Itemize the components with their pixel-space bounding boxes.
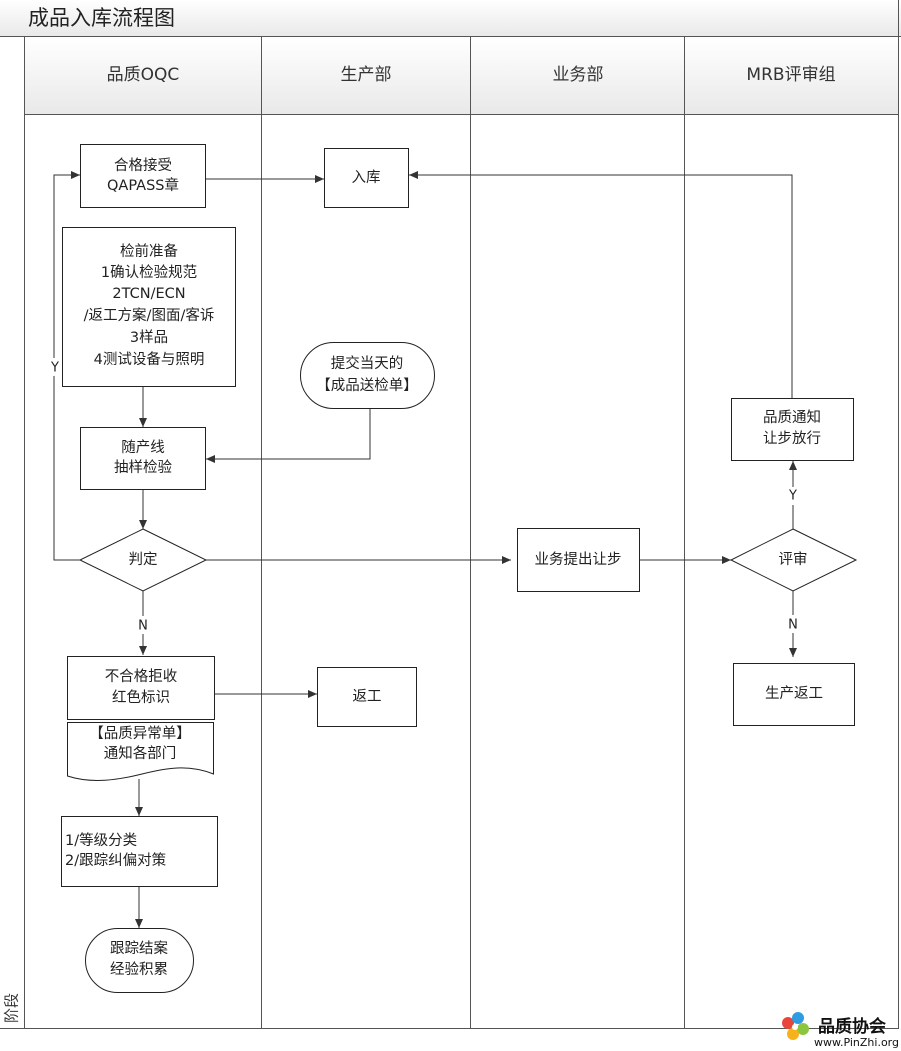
- lane-header-qoc: 品质OQC: [107, 65, 180, 85]
- lane-header-production: 生产部: [341, 65, 392, 85]
- svg-text:业务提出让步: 业务提出让步: [535, 551, 622, 568]
- svg-text:2/跟踪纠偏对策: 2/跟踪纠偏对策: [65, 852, 167, 869]
- arrowhead-sampling-right: [206, 455, 215, 463]
- label-judge-no: N: [138, 619, 148, 634]
- arrowhead-close-top: [135, 919, 143, 928]
- stage-label: 阶段: [3, 993, 21, 1023]
- node-sampling: 随产线 抽样检验: [80, 427, 206, 490]
- node-abnormal-report: 【品质异常单】 通知各部门: [67, 722, 214, 781]
- svg-text:1确认检验规范: 1确认检验规范: [101, 264, 197, 281]
- flower-logo-icon: [782, 1012, 809, 1040]
- node-close: 跟踪结案 经验积累: [85, 928, 194, 993]
- node-classify: 1/等级分类 2/跟踪纠偏对策: [61, 816, 218, 887]
- watermark-url: www.PinZhi.org: [814, 1036, 899, 1049]
- svg-text:提交当天的: 提交当天的: [331, 354, 404, 372]
- svg-text:【成品送检单】: 【成品送检单】: [316, 377, 418, 394]
- watermark: 品质协会 www.PinZhi.org: [782, 1012, 899, 1049]
- svg-text:跟踪结案: 跟踪结案: [110, 939, 168, 957]
- swimlane-frame: [0, 0, 901, 1029]
- svg-text:随产线: 随产线: [121, 439, 165, 456]
- svg-text:经验积累: 经验积累: [110, 961, 168, 978]
- svg-text:生产返工: 生产返工: [765, 685, 823, 702]
- node-concession: 业务提出让步: [517, 528, 640, 592]
- svg-text:品质通知: 品质通知: [763, 409, 821, 426]
- watermark-brand: 品质协会: [818, 1016, 886, 1037]
- node-accept: 合格接受 QAPASS章: [80, 144, 206, 208]
- svg-text:合格接受: 合格接受: [114, 157, 172, 174]
- arrowhead-store-left: [315, 175, 324, 183]
- svg-text:让步放行: 让步放行: [763, 430, 821, 447]
- title-bar: [0, 0, 901, 36]
- arrowhead-concession-left: [502, 556, 511, 564]
- arrowhead-accept-left: [71, 171, 80, 179]
- node-store: 入库: [324, 148, 409, 208]
- svg-text:1/等级分类: 1/等级分类: [65, 831, 137, 849]
- svg-text:抽样检验: 抽样检验: [114, 459, 172, 476]
- arrowhead-rework-left: [308, 690, 317, 698]
- lane-header-mrb: MRB评审组: [746, 65, 835, 85]
- svg-text:3样品: 3样品: [130, 329, 168, 346]
- svg-text:判定: 判定: [129, 551, 158, 568]
- label-review-yes: Y: [788, 489, 797, 504]
- arrowhead-notice-bottom: [789, 461, 797, 470]
- label-review-no: N: [788, 618, 798, 633]
- node-notice: 品质通知 让步放行: [731, 398, 854, 461]
- node-mrb-rework: 生产返工: [733, 663, 855, 726]
- svg-text:2TCN/ECN: 2TCN/ECN: [112, 286, 185, 302]
- arrowhead-reject-top: [139, 646, 147, 655]
- arrowhead-classify-top: [135, 807, 143, 816]
- node-judge: 判定: [78, 528, 208, 592]
- arrowhead-review-left: [722, 556, 731, 564]
- svg-text:检前准备: 检前准备: [120, 243, 178, 260]
- svg-text:/返工方案/图面/客诉: /返工方案/图面/客诉: [84, 306, 215, 324]
- node-rework: 返工: [317, 667, 417, 727]
- label-judge-yes: Y: [50, 361, 59, 376]
- diagram-title: 成品入库流程图: [28, 6, 175, 30]
- svg-text:红色标识: 红色标识: [112, 689, 170, 706]
- nodes: 合格接受 QAPASS章 入库 检前准备 1确认检验规范 2TCN/ECN /返…: [61, 144, 858, 993]
- lane-header-business: 业务部: [553, 65, 604, 85]
- lane-header-band: [24, 37, 899, 114]
- node-reject: 不合格拒收 红色标识: [67, 656, 215, 720]
- arrowhead-sampling-top: [139, 418, 147, 427]
- svg-text:通知各部门: 通知各部门: [104, 745, 177, 762]
- arrowhead-mrb-rework-top: [789, 648, 797, 657]
- svg-text:QAPASS章: QAPASS章: [107, 176, 179, 194]
- arrowhead-store-right: [409, 171, 418, 179]
- svg-text:【品质异常单】: 【品质异常单】: [89, 725, 191, 742]
- arrowhead-judge-top: [139, 520, 147, 529]
- edge-notice-to-store: [409, 174, 793, 398]
- node-submit: 提交当天的 【成品送检单】: [300, 342, 435, 409]
- svg-text:评审: 评审: [779, 551, 808, 568]
- svg-text:不合格拒收: 不合格拒收: [105, 668, 178, 685]
- svg-text:入库: 入库: [352, 169, 381, 186]
- node-preparation: 检前准备 1确认检验规范 2TCN/ECN /返工方案/图面/客诉 3样品 4测…: [62, 227, 236, 387]
- edge-labels: Y N Y N: [48, 358, 800, 634]
- svg-text:返工: 返工: [353, 688, 382, 705]
- node-review: 评审: [729, 528, 858, 592]
- svg-text:4测试设备与照明: 4测试设备与照明: [94, 351, 205, 368]
- edge-submit-to-sampling: [206, 409, 371, 460]
